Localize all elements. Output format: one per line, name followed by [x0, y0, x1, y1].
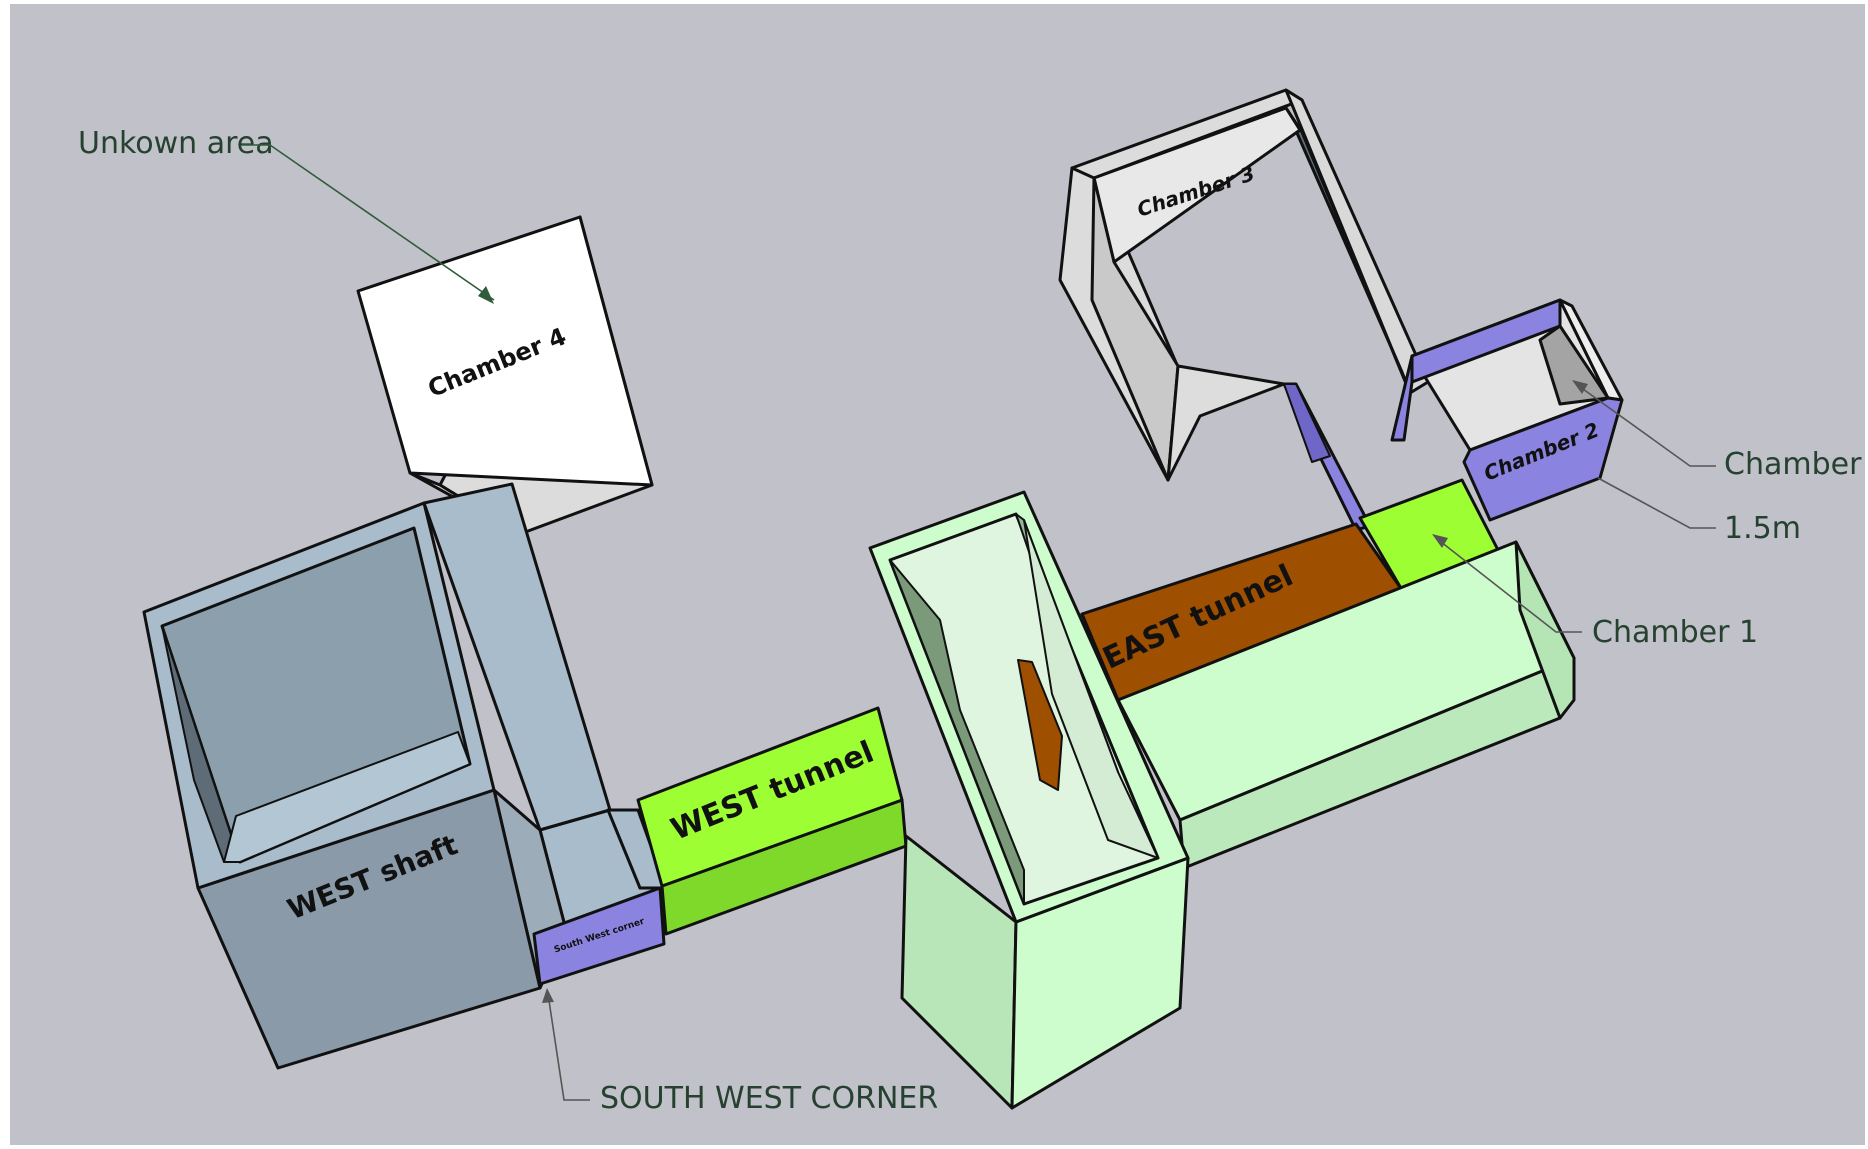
- callout-unknown-area: Unkown area: [78, 126, 495, 304]
- east-block-end-face: [1514, 540, 1576, 720]
- chamber-2-front-wall: [1462, 396, 1624, 522]
- chamber-1-arrowhead: [1432, 534, 1448, 548]
- west-shaft-box: WEST shaft: [142, 501, 568, 1070]
- central-box-inner-left-wall: [889, 559, 1025, 905]
- callout-height: 1.5m: [1597, 477, 1801, 546]
- east-tunnel: EAST tunnel: [1080, 522, 1404, 702]
- central-box: [868, 490, 1190, 1110]
- chamber-2-walls: Chamber 2: [1390, 298, 1624, 522]
- south-west-corner-callout-text: SOUTH WEST CORNER: [600, 1081, 938, 1116]
- south-west-corner-leader: [547, 993, 590, 1101]
- south-west-corner-arrowhead: [542, 988, 554, 1003]
- chamber-4-top-face: [356, 215, 654, 487]
- unknown-area-arrowhead: [478, 286, 494, 304]
- chamber-4-box: Chamber 4: [356, 215, 654, 536]
- chamber-1-callout-text: Chamber 1: [1592, 615, 1758, 650]
- callout-chamber-2: Chamber 2: [1572, 380, 1868, 482]
- chamber-1-leader: [1435, 537, 1582, 633]
- chamber-2-leader: [1575, 383, 1716, 467]
- central-box-door: [1017, 659, 1063, 791]
- chamber-3-passage-shadow: [1283, 383, 1331, 463]
- south-west-corner-strip: [532, 886, 666, 986]
- callout-south-west-corner: SOUTH WEST CORNER: [542, 988, 938, 1116]
- chamber-2-left-wall: [1390, 354, 1414, 442]
- height-callout-text: 1.5m: [1724, 511, 1801, 546]
- chamber-2-arrowhead: [1572, 380, 1588, 394]
- chamber-3-walls: Chamber 3: [1058, 88, 1430, 482]
- chamber-2-callout-text: Chamber 2: [1724, 447, 1868, 482]
- west-shaft-inner-floor: [223, 731, 471, 863]
- west-tunnel-top: [636, 706, 904, 888]
- unknown-area-leader: [242, 144, 495, 301]
- west-tunnel: WEST tunnel: [636, 706, 908, 936]
- unknown-area-callout-text: Unkown area: [78, 126, 274, 161]
- height-leader: [1597, 477, 1716, 529]
- chamber-2-inner-right-wall: [1538, 324, 1610, 406]
- south-west-corner-marker: South West corner: [532, 886, 666, 986]
- central-box-inner-back-wall: [1023, 519, 1159, 859]
- callout-chamber-1: Chamber 1: [1432, 534, 1758, 650]
